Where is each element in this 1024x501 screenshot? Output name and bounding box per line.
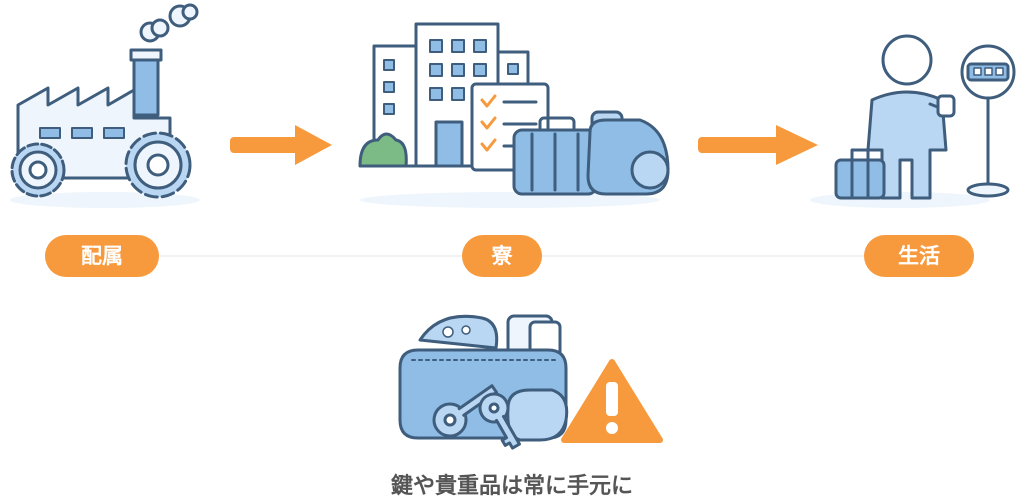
person-at-bus-stop-icon [810, 34, 1016, 208]
wallet-keys-warning-icon [398, 314, 663, 450]
factory-icon [10, 3, 200, 208]
step-label-assignment: 配属 [45, 235, 159, 277]
warning-caption: 鍵や貴重品は常に手元に [390, 474, 633, 499]
arrow-right-icon [230, 125, 332, 165]
dormitory-with-luggage-icon [358, 22, 670, 208]
arrow-right-icon [698, 125, 818, 165]
step-label-daily-life: 生活 [864, 235, 974, 277]
step-label-dormitory: 寮 [462, 235, 542, 277]
